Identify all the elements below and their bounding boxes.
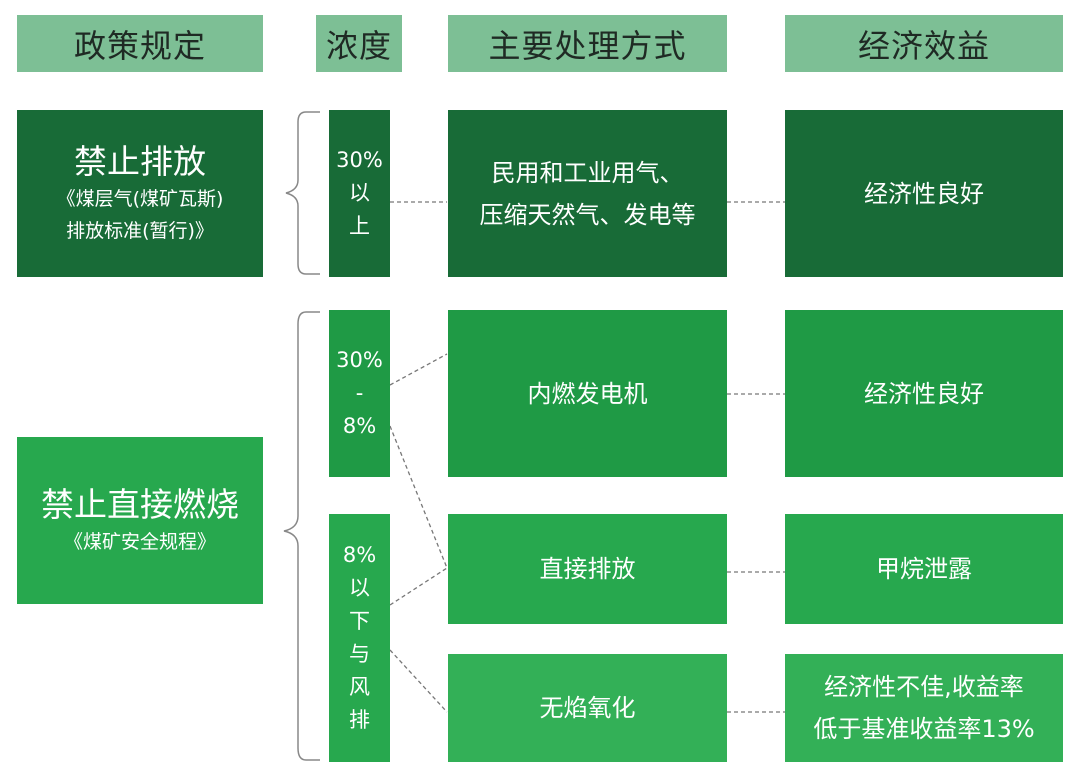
header-concentration: 浓度	[316, 15, 402, 72]
treatment-box-flameless-oxidation: 无焰氧化	[448, 654, 727, 762]
concentration-line: 与	[349, 642, 370, 666]
concentration-box-30-to-8: 30% - 8%	[329, 310, 390, 477]
concentration-line: -	[355, 381, 364, 405]
economic-line: 经济性不佳,收益率	[824, 673, 1024, 701]
brace-policy-1	[285, 111, 320, 275]
connector-conc2-treat3	[389, 425, 448, 569]
treatment-line: 压缩天然气、发电等	[479, 200, 696, 229]
concentration-line: 以	[349, 181, 370, 205]
policy-title: 禁止直接燃烧	[41, 484, 239, 524]
economic-box-good-1: 经济性良好	[785, 110, 1063, 277]
treatment-line: 民用和工业用气、	[491, 158, 684, 187]
concentration-line: 下	[349, 609, 370, 633]
concentration-line: 上	[349, 214, 370, 238]
economic-box-methane-leak: 甲烷泄露	[785, 514, 1063, 624]
economic-line: 经济性良好	[864, 179, 984, 208]
brace-policy-2	[283, 311, 320, 761]
concentration-line: 8%	[342, 543, 377, 567]
policy-source: 《煤层气(煤矿瓦斯)	[56, 187, 224, 210]
concentration-line: 风	[349, 675, 370, 699]
treatment-line: 直接排放	[539, 555, 636, 583]
concentration-line: 30%	[336, 348, 383, 372]
treatment-box-internal-combustion: 内燃发电机	[448, 310, 727, 477]
connector-conc3-treat3	[389, 567, 448, 606]
policy-source: 《煤矿安全规程》	[63, 530, 216, 553]
concentration-line: 排	[349, 708, 370, 732]
connector-conc3-treat4	[389, 649, 448, 713]
treatment-line: 内燃发电机	[527, 379, 648, 408]
concentration-line: 8%	[342, 414, 377, 438]
header-policy: 政策规定	[17, 15, 263, 72]
treatment-box-civil-industrial: 民用和工业用气、 压缩天然气、发电等	[448, 110, 727, 277]
header-treatment: 主要处理方式	[448, 15, 727, 72]
economic-box-poor: 经济性不佳,收益率 低于基准收益率13%	[785, 654, 1063, 762]
policy-box-ban-direct-burning: 禁止直接燃烧 《煤矿安全规程》	[17, 437, 263, 604]
policy-box-ban-emission: 禁止排放 《煤层气(煤矿瓦斯) 排放标准(暂行)》	[17, 110, 263, 277]
policy-source: 排放标准(暂行)》	[66, 219, 214, 242]
policy-title: 禁止排放	[74, 141, 206, 181]
connector-conc2-treat2	[389, 353, 448, 386]
economic-line: 经济性良好	[864, 379, 984, 408]
economic-line: 低于基准收益率13%	[813, 715, 1035, 743]
concentration-line: 以	[349, 576, 370, 600]
economic-line: 甲烷泄露	[876, 555, 972, 583]
economic-box-good-2: 经济性良好	[785, 310, 1063, 477]
concentration-box-above-30: 30% 以 上	[329, 110, 390, 277]
treatment-box-direct-emission: 直接排放	[448, 514, 727, 624]
treatment-line: 无焰氧化	[539, 694, 636, 722]
concentration-box-below-8: 8% 以 下 与 风 排	[329, 514, 390, 762]
header-economic: 经济效益	[785, 15, 1063, 72]
concentration-line: 30%	[336, 148, 383, 172]
